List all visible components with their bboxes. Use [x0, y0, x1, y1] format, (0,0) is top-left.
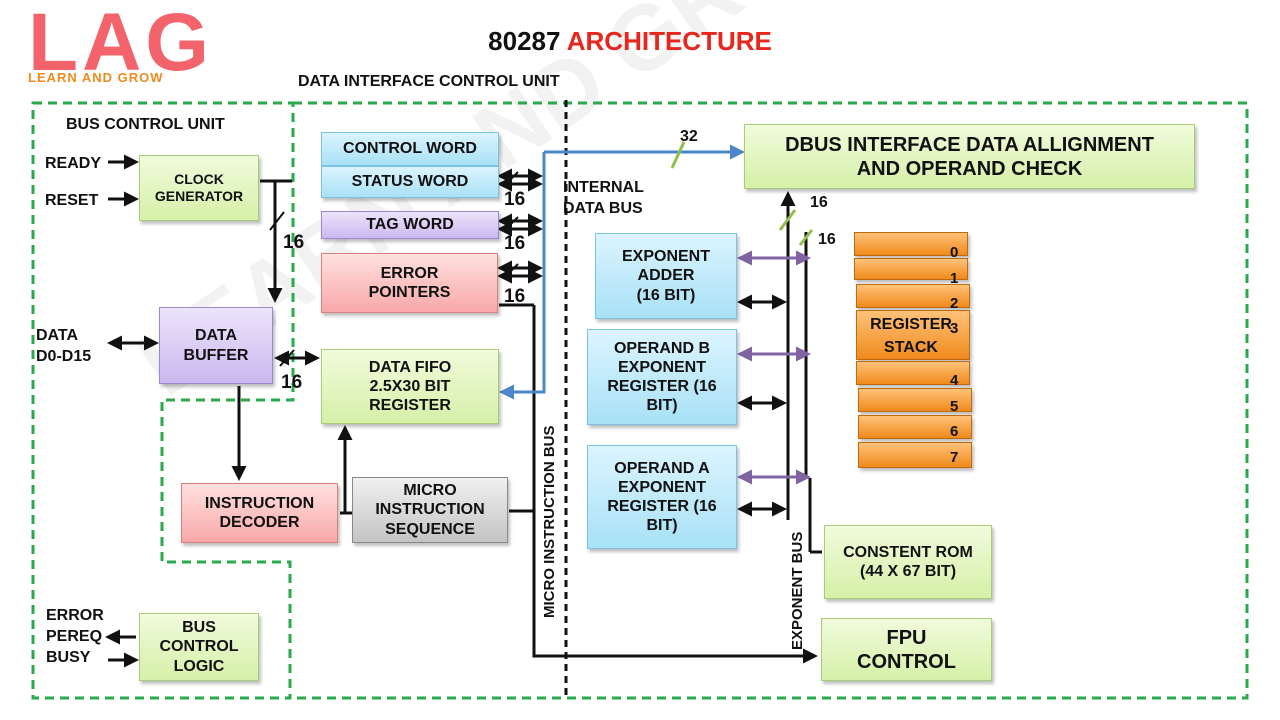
data-interface-control-unit-label: DATA INTERFACE CONTROL UNIT	[298, 73, 560, 90]
bus-control-logic-block: BUS CONTROL LOGIC	[139, 613, 259, 681]
width-16-error: 16	[504, 286, 526, 307]
title-number: 80287	[488, 26, 561, 56]
register-stack-label: REGISTER STACK	[870, 316, 952, 357]
data-fifo-block: DATA FIFO 2.5X30 BIT REGISTER	[321, 349, 499, 424]
exponent-bus-label: EXPONENT BUS	[789, 531, 806, 650]
micro-instruction-bus-label: MICRO INSTRUCTION BUS	[541, 425, 558, 619]
width-16-buffer: 16	[281, 372, 303, 393]
title-architecture: ARCHITECTURE	[566, 26, 772, 56]
micro-instruction-sequence-block: MICRO INSTRUCTION SEQUENCE	[352, 477, 508, 543]
error-pointers-block: ERROR POINTERS	[321, 253, 498, 313]
register-4	[856, 361, 970, 385]
register-index-5: 5	[950, 398, 959, 415]
register-index-7: 7	[950, 449, 959, 466]
width-16-dbus-a: 16	[810, 194, 828, 211]
control-word-block: CONTROL WORD	[321, 132, 499, 166]
reset-signal: RESET	[45, 192, 99, 209]
register-index-1: 1	[950, 270, 959, 287]
status-word-block: STATUS WORD	[321, 166, 499, 198]
page-title: 80287 ARCHITECTURE	[0, 26, 1260, 57]
register-5	[858, 388, 972, 412]
fpu-control-block: FPU CONTROL	[821, 618, 992, 681]
data-signal: DATA D0-D15	[36, 327, 92, 365]
register-index-3: 3	[950, 320, 959, 337]
register-6	[858, 415, 972, 439]
constant-rom-block: CONSTENT ROM (44 X 67 BIT)	[824, 525, 992, 599]
clock-generator-block: CLOCK GENERATOR	[139, 155, 259, 221]
register-7	[858, 442, 972, 468]
width-16-clock: 16	[283, 232, 305, 253]
data-buffer-block: DATA BUFFER	[159, 307, 273, 384]
register-index-6: 6	[950, 423, 959, 440]
register-2	[856, 284, 970, 308]
register-1	[854, 258, 968, 280]
logo-tagline: LEARN AND GROW	[28, 70, 164, 85]
instruction-decoder-block: INSTRUCTION DECODER	[181, 483, 338, 543]
error-pereq-busy-signals: ERROR PEREQ BUSY	[46, 607, 104, 666]
operand-a-register-block: OPERAND A EXPONENT REGISTER (16 BIT)	[587, 445, 737, 549]
exponent-adder-block: EXPONENT ADDER (16 BIT)	[595, 233, 737, 319]
register-0	[854, 232, 968, 256]
ready-signal: READY	[45, 155, 102, 172]
width-16-tag: 16	[504, 233, 526, 254]
logo-letters: LAG	[28, 0, 214, 88]
width-16-status: 16	[504, 189, 526, 210]
register-3	[856, 310, 970, 360]
bus-control-unit-label: BUS CONTROL UNIT	[66, 116, 225, 133]
width-16-dbus-b: 16	[818, 231, 836, 248]
internal-data-bus-label: INTERNAL DATA BUS	[563, 179, 644, 217]
dbus-interface-block: DBUS INTERFACE DATA ALLIGNMENT AND OPERA…	[744, 124, 1195, 189]
tag-word-block: TAG WORD	[321, 211, 499, 239]
width-32: 32	[680, 128, 698, 145]
register-index-4: 4	[950, 372, 959, 389]
operand-b-register-block: OPERAND B EXPONENT REGISTER (16 BIT)	[587, 329, 737, 425]
register-index-2: 2	[950, 295, 959, 312]
register-index-0: 0	[950, 244, 959, 261]
